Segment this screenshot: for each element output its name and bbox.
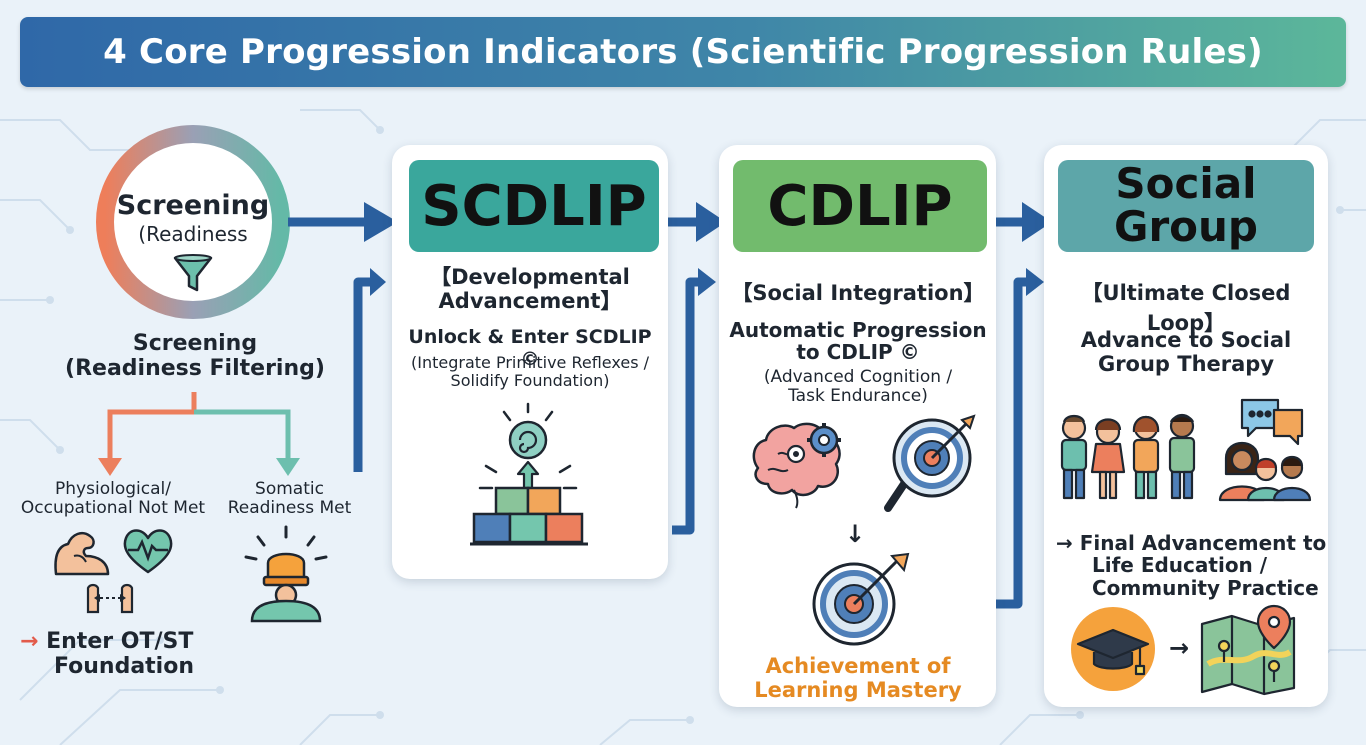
scdlip-desc: (Integrate Primitive Reflexes / Solidify… <box>396 354 664 390</box>
target-arrow-icon <box>812 552 910 646</box>
social-header: Social Group <box>1058 160 1314 252</box>
ring-label-screening: Screening <box>116 190 270 221</box>
heart-pulse-icon <box>123 529 173 574</box>
social-desc-line1: Advance to Social <box>1080 328 1292 352</box>
children-group-icon <box>1060 413 1196 500</box>
screening-label: Screening (Readiness Filtering) <box>60 331 330 381</box>
flexed-arm-icon <box>54 532 110 576</box>
outcome-line2: Foundation <box>54 653 195 679</box>
connected-hands-icon <box>86 583 134 614</box>
cdlip-desc: (Advanced Cognition / Task Endurance) <box>722 367 994 407</box>
branch-met-line1: Somatic <box>255 479 324 499</box>
social-final: → Final Advancement to Life Education / … <box>1050 531 1332 600</box>
red-arrow-icon: → <box>20 629 39 654</box>
cdlip-down-arrow: ↓ <box>844 520 866 548</box>
social-final-line2: Life Education / <box>1092 553 1268 578</box>
graduation-cap-icon <box>1071 607 1155 691</box>
social-small-arrow: → <box>1168 634 1190 662</box>
scdlip-tag-line1: 【Developmental <box>430 265 630 289</box>
social-header-line1: Social <box>1115 159 1257 209</box>
cdlip-desc-line2: Task Endurance) <box>788 386 928 407</box>
social-final-line1: → Final Advancement to <box>1056 531 1327 555</box>
screening-label-line2: (Readiness Filtering) <box>65 355 325 381</box>
funnel-icon <box>173 254 213 292</box>
social-tag: 【Ultimate Closed Loop】 <box>1081 281 1291 335</box>
outcome-label: → Enter OT/ST Foundation <box>20 629 220 679</box>
cdlip-desc-bold: Automatic Progression to CDLIP © <box>722 319 994 364</box>
branch-met-line2: Readiness Met <box>227 498 352 519</box>
target-magnifier-icon <box>884 414 976 512</box>
screening-label-line1: Screening <box>132 331 258 356</box>
scdlip-tag: 【Developmental Advancement】 <box>396 265 664 313</box>
cdlip-tag: 【Social Integration】 <box>731 281 985 305</box>
scdlip-tag-line2: Advancement】 <box>438 288 622 313</box>
cdlip-desc-bold-line2: to CDLIP © <box>796 340 920 365</box>
cdlip-desc-line1: (Advanced Cognition / <box>763 367 953 387</box>
outcome-line1: Enter OT/ST <box>46 629 194 654</box>
branch-not-met-label: Physiological/ Occupational Not Met <box>18 479 208 519</box>
cdlip-achievement-line2: Learning Mastery <box>754 677 962 702</box>
cdlip-desc-bold-line1: Automatic Progression <box>729 318 987 342</box>
social-header-line2: Group <box>1113 202 1258 251</box>
page-title: 4 Core Progression Indicators (Scientifi… <box>103 32 1263 72</box>
chat-bubbles-icon <box>1218 398 1312 502</box>
branch-met-label: Somatic Readiness Met <box>222 479 357 519</box>
branch-not-met-line2: Occupational Not Met <box>20 498 206 519</box>
branch-not-met-line1: Physiological/ <box>55 479 171 499</box>
scdlip-desc-line1: (Integrate Primitive Reflexes / <box>410 353 649 372</box>
ring-label-readiness: (Readiness <box>138 222 248 246</box>
map-pin-icon <box>1200 604 1296 696</box>
cdlip-header: CDLIP <box>733 160 987 252</box>
screening-ring <box>96 125 290 319</box>
social-final-line3: Community Practice <box>1092 575 1319 600</box>
social-desc: Advance to Social Group Therapy <box>1048 328 1324 376</box>
scdlip-desc-bold: Unlock & Enter SCDLIP © <box>408 326 652 370</box>
social-desc-line2: Group Therapy <box>1097 351 1275 376</box>
scdlip-header: SCDLIP <box>409 160 659 252</box>
alarm-person-icon <box>244 525 328 623</box>
title-banner: 4 Core Progression Indicators (Scientifi… <box>20 17 1346 87</box>
stacked-blocks-icon <box>470 402 588 546</box>
cdlip-achievement-line1: Achievement of <box>765 654 951 678</box>
cdlip-achievement: Achievement of Learning Mastery <box>722 654 994 702</box>
scdlip-desc-line2: Solidify Foundation) <box>450 370 610 390</box>
brain-gears-icon <box>752 422 841 509</box>
